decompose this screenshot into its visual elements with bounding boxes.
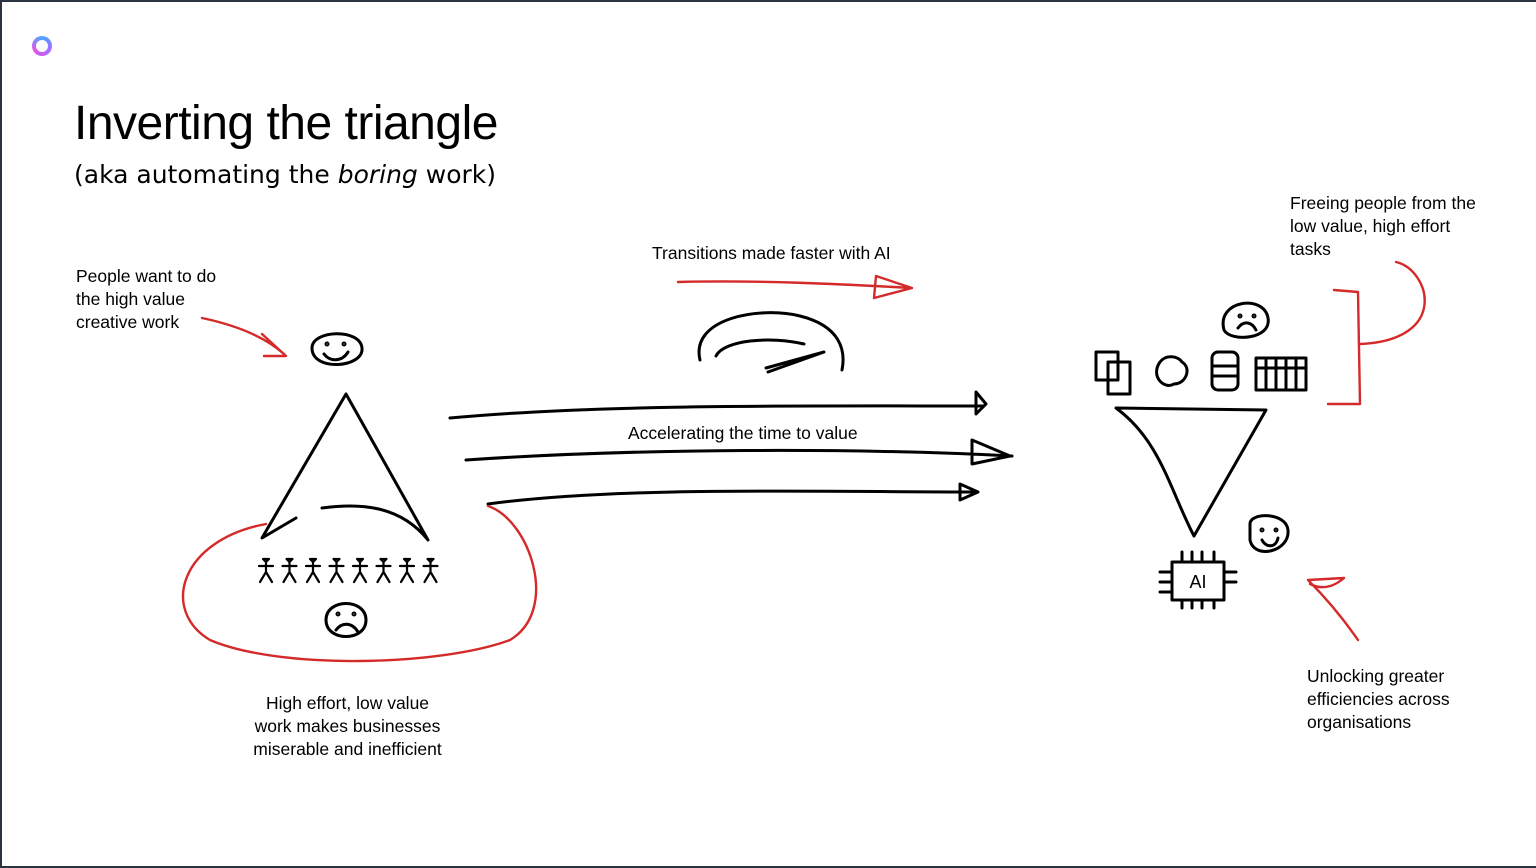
documents-icon [1094,350,1132,396]
note-line: miserable and inefficient [253,739,442,759]
note-line: low value, high effort [1290,216,1451,236]
subtitle-suffix: work) [417,160,497,189]
sad-face-icon [324,602,368,638]
note-line: Freeing people from the [1290,193,1476,213]
stick-figure-icon [304,557,322,584]
note-transitions: Transitions made faster with AI [652,243,891,263]
red-ellipse-highlight [181,504,538,663]
logo-ring-icon [32,36,52,56]
stick-figure-icon [398,557,416,584]
note-high-effort: High effort, low value work makes busine… [220,692,475,761]
note-line: organisations [1307,712,1412,732]
note-line: Unlocking greater [1307,666,1445,686]
inverted-triangle [1114,406,1268,538]
note-line: tasks [1290,239,1331,259]
cloud-icon [1155,355,1189,387]
note-line: People want to do [76,266,217,286]
stick-figure-icon [375,557,392,584]
stick-figures [257,557,439,584]
red-arrow-people [200,316,288,358]
stick-figure-icon [422,557,439,584]
happy-face-icon [1248,514,1290,553]
stick-figure-icon [351,557,369,584]
note-freeing: Freeing people from the low value, high … [1290,192,1476,261]
note-accelerating: Accelerating the time to value [628,423,858,443]
note-unlocking: Unlocking greater efficiencies across or… [1307,665,1450,734]
note-line: High effort, low value [265,693,430,713]
sad-face-icon [1221,301,1270,339]
note-line: creative work [76,312,180,332]
slide-title: Inverting the triangle [74,97,498,150]
chip-label: AI [1189,572,1206,592]
speedometer-icon [697,311,845,374]
slide-subtitle: (aka automating the boring work) [74,160,496,189]
arrow-3 [486,482,980,506]
subtitle-emphasis: boring [337,160,418,189]
note-line: work makes businesses [254,716,441,736]
stick-figure-icon [257,557,275,584]
note-people-want: People want to do the high value creativ… [76,265,216,334]
note-line: efficiencies across [1307,689,1450,709]
stick-figure-icon [328,557,345,584]
red-arrow-unlocking [1306,576,1360,642]
subtitle-prefix: (aka automating the [74,160,338,189]
arrow-1 [448,390,988,420]
red-bracket [1326,260,1426,406]
upright-triangle [260,392,430,542]
ai-chip-icon: AI [1158,550,1238,610]
stick-figure-icon [281,557,298,584]
database-icon [1210,350,1240,392]
red-arrow-transitions [676,274,914,300]
note-line: the high value [76,289,185,309]
arrow-2 [464,438,1014,466]
happy-face-icon [310,332,364,366]
table-grid-icon [1254,356,1308,392]
